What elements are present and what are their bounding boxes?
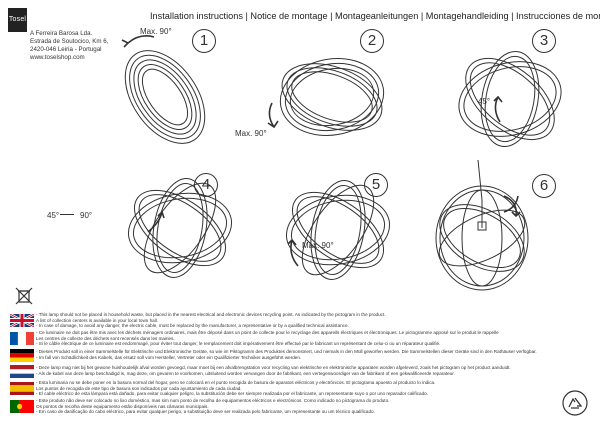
notice-en: - This lamp should not be placed in hous… bbox=[10, 312, 590, 329]
step-4-number: 4 bbox=[194, 173, 218, 197]
notice-line: - Deze lamp mag niet bij het gewone huis… bbox=[36, 365, 511, 370]
notice-nl: - Deze lamp mag niet bij het gewone huis… bbox=[10, 365, 590, 379]
step-3-illustration bbox=[458, 50, 562, 148]
notice-line: - Dieses Produkt soll in einer Sammelste… bbox=[36, 349, 537, 354]
step-3-panel: 3 45° bbox=[430, 27, 590, 157]
notice-line: - Als de kabel van deze lamp beschadigd … bbox=[36, 370, 455, 376]
company-street: Estrada de Soutocico, Km 6, bbox=[30, 38, 109, 45]
company-address: A Ferreira Barosa Lda. Estrada de Soutoc… bbox=[30, 30, 108, 62]
flag-nl-icon bbox=[10, 365, 34, 378]
notice-line: - Este produto não deve ser colocado no … bbox=[36, 398, 390, 403]
step-1-illustration bbox=[121, 35, 206, 144]
notice-nl-text: - Deze lamp mag niet bij het gewone huis… bbox=[36, 365, 591, 376]
flag-de-icon bbox=[10, 349, 34, 362]
step-2-annotation: Max. 90° bbox=[235, 129, 267, 138]
notice-fr: - Ce luminaire ne doit pas être mis avec… bbox=[10, 330, 590, 347]
step-5-annotation: Max. 90° bbox=[302, 241, 334, 250]
notice-line: Les centres de collecte des déchets sont… bbox=[36, 335, 175, 341]
notice-line: - This lamp should not be placed in hous… bbox=[36, 312, 386, 317]
notice-line: - Ce luminaire ne doit pas être mis avec… bbox=[36, 330, 499, 335]
step-4-annotation-from: 45° bbox=[47, 211, 60, 220]
brand-logo-text: Tosel bbox=[8, 16, 27, 23]
company-name: A Ferreira Barosa Lda. bbox=[30, 30, 93, 37]
step-4-arrow bbox=[60, 214, 74, 215]
notice-line: Os pontos de recolha deste equipamento e… bbox=[36, 403, 209, 409]
recycling-symbol-icon bbox=[562, 390, 588, 421]
notice-fr-text: - Ce luminaire ne doit pas être mis avec… bbox=[36, 330, 591, 347]
notice-line: - Si le câble électrique de ce luminaire… bbox=[36, 341, 441, 347]
notice-line: - El cable eléctrico de esta lámpara est… bbox=[36, 391, 428, 397]
step-5-number: 5 bbox=[364, 173, 388, 197]
company-website: www.toselshop.com bbox=[30, 54, 85, 61]
brand-logo bbox=[8, 8, 27, 32]
crossed-out-bin-icon bbox=[15, 287, 33, 310]
step-2-panel: 2 Max. 90° bbox=[235, 27, 420, 157]
step-5-illustration bbox=[285, 180, 391, 280]
flag-fr-icon bbox=[10, 332, 34, 345]
notice-line: - Im fall von Schädlichkeit des Kabels, … bbox=[36, 354, 302, 360]
notice-line: - In case of damage, to avoid any danger… bbox=[36, 323, 349, 329]
flag-es-icon bbox=[10, 382, 34, 395]
step-2-illustration bbox=[267, 58, 385, 136]
step-6-number: 6 bbox=[532, 174, 556, 198]
notice-es-text: - Esta luminaria no se debe poner en la … bbox=[36, 380, 591, 397]
notice-en-text: - This lamp should not be placed in hous… bbox=[36, 312, 591, 329]
step-3-annotation: 45° bbox=[478, 97, 491, 106]
notice-pt-text: - Este produto não deve ser colocado no … bbox=[36, 398, 591, 415]
company-city: 2420-046 Leiria - Portugal bbox=[30, 46, 102, 53]
notice-de: - Dieses Produkt soll in einer Sammelste… bbox=[10, 349, 590, 363]
step-6-panel: 6 bbox=[430, 160, 590, 291]
step-2-number: 2 bbox=[360, 29, 384, 53]
notice-line: - Esta luminaria no se debe poner en la … bbox=[36, 380, 436, 385]
step-6-illustration bbox=[435, 160, 529, 291]
notice-pt: - Este produto não deve ser colocado no … bbox=[10, 398, 590, 415]
notice-de-text: - Dieses Produkt soll in einer Sammelste… bbox=[36, 349, 591, 360]
step-4-panel: 4 45° 90° bbox=[47, 170, 260, 300]
step-4-annotation-to: 90° bbox=[80, 211, 93, 220]
step-1-number: 1 bbox=[192, 29, 216, 53]
notice-es: - Esta luminaria no se debe poner en la … bbox=[10, 380, 590, 397]
step-4-illustration bbox=[127, 178, 233, 278]
notice-line: A list of collection centers is availabl… bbox=[36, 317, 159, 323]
step-1-annotation: Max. 90° bbox=[140, 27, 172, 36]
notice-line: - Em caso de danificação do cabo eléctri… bbox=[36, 409, 375, 415]
flag-uk-icon bbox=[10, 314, 34, 327]
step-5-panel: 5 Max. 90° bbox=[270, 170, 430, 300]
page-title: Installation instructions | Notice de mo… bbox=[150, 11, 600, 21]
notice-line: Los puntos de recogida de este tipo de b… bbox=[36, 385, 242, 391]
step-3-number: 3 bbox=[532, 29, 556, 53]
flag-pt-icon bbox=[10, 400, 34, 413]
step-1-panel: 1 Max. 90° bbox=[100, 27, 260, 157]
